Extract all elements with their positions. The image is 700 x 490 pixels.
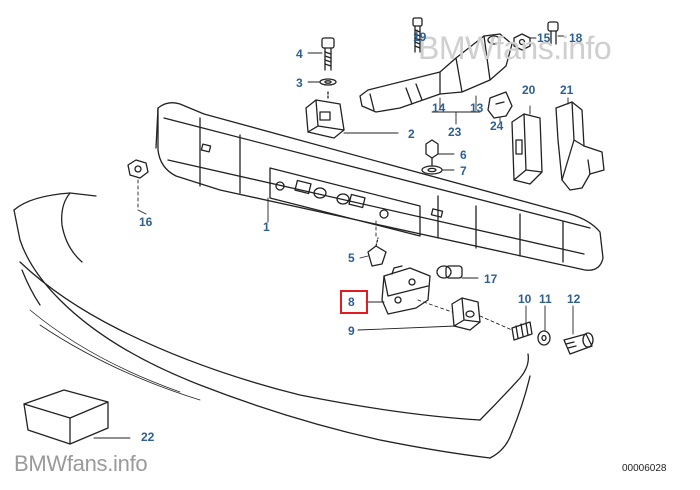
part-label-24[interactable]: 24 <box>490 119 504 133</box>
bolt-12 <box>563 332 594 355</box>
selected-part-highlight <box>340 290 368 314</box>
part-label-21[interactable]: 21 <box>560 83 574 97</box>
part-label-14[interactable]: 14 <box>432 101 446 115</box>
part-label-23[interactable]: 23 <box>448 125 462 139</box>
part-label-3[interactable]: 3 <box>296 76 303 90</box>
part-label-22[interactable]: 22 <box>141 430 155 444</box>
clip-5 <box>367 219 387 267</box>
block-9 <box>417 297 481 331</box>
screw-18 <box>547 21 559 45</box>
part-label-18[interactable]: 18 <box>569 31 583 45</box>
part-label-16[interactable]: 16 <box>139 215 153 229</box>
nut-16 <box>127 159 149 211</box>
bracket-plate-8 <box>381 265 431 315</box>
bolt-19 <box>412 17 423 53</box>
part-label-5[interactable]: 5 <box>348 251 355 265</box>
part-label-4[interactable]: 4 <box>296 47 303 61</box>
bumper-cover <box>13 192 531 459</box>
diagram-number: 00006028 <box>622 463 667 474</box>
part-label-2[interactable]: 2 <box>408 127 415 141</box>
bracket-24 <box>487 91 513 119</box>
part-label-12[interactable]: 12 <box>567 292 581 306</box>
spring-10 <box>479 315 533 341</box>
bracket-2 <box>305 91 345 139</box>
impact-absorber <box>359 33 513 113</box>
clip-6 <box>425 139 439 167</box>
part-label-15[interactable]: 15 <box>537 31 551 45</box>
bracket-21 <box>555 101 605 191</box>
part-label-6[interactable]: 6 <box>460 148 467 162</box>
watermark-top: BMWfans.info <box>418 30 612 66</box>
part-label-17[interactable]: 17 <box>484 272 498 286</box>
part-label-7[interactable]: 7 <box>460 164 467 178</box>
washer-3 <box>319 78 337 86</box>
part-label-1[interactable]: 1 <box>263 220 270 234</box>
part-label-10[interactable]: 10 <box>518 292 532 306</box>
part-label-8[interactable]: 8 <box>348 295 355 309</box>
pin-17 <box>436 265 463 279</box>
washer-11 <box>537 330 551 346</box>
part-label-9[interactable]: 9 <box>348 324 355 338</box>
bolt-4 <box>321 37 335 71</box>
part-label-20[interactable]: 20 <box>522 83 536 97</box>
washer-7 <box>421 165 443 175</box>
part-label-11[interactable]: 11 <box>539 292 552 306</box>
block-22 <box>23 389 109 445</box>
part-label-13[interactable]: 13 <box>470 101 484 115</box>
bumper-beam <box>155 102 604 271</box>
nut-15 <box>513 33 531 51</box>
bracket-20 <box>511 113 543 185</box>
leader-lines <box>93 29 574 439</box>
watermark-bottom: BMWfans.info <box>14 451 148 476</box>
part-label-19[interactable]: 19 <box>413 30 427 44</box>
